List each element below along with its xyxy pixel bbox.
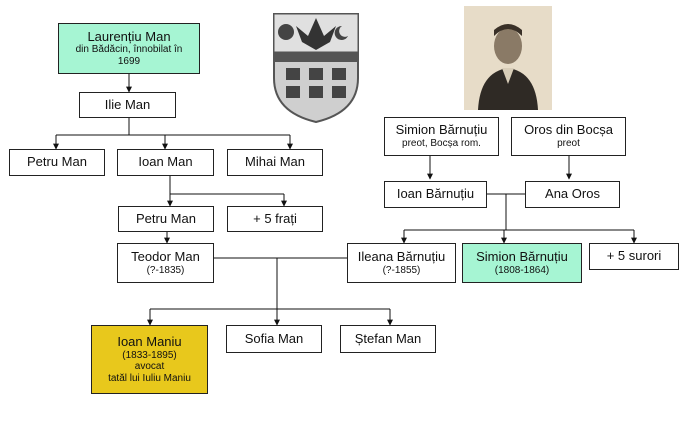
person-note: din Bădăcin, înnobilat în 1699 (75, 44, 183, 67)
person-name: Teodor Man (131, 248, 200, 264)
person-name: Laurențiu Man (87, 28, 171, 44)
person-oros-din-bocsa: Oros din Bocșa preot (511, 117, 626, 156)
person-name: Simion Bărnuțiu (476, 248, 568, 264)
person-name: Ioan Bărnuțiu (396, 186, 475, 202)
person-dates: (?-1855) (382, 264, 421, 276)
person-petru-man-2: Petru Man (118, 206, 214, 232)
person-name: Ilie Man (104, 96, 151, 112)
person-laurentiu-man: Laurențiu Man din Bădăcin, înnobilat în … (58, 23, 200, 74)
person-name: Petru Man (136, 210, 196, 226)
person-ioan-man: Ioan Man (117, 149, 214, 176)
person-name: Sofia Man (244, 330, 304, 346)
person-note: tatăl lui Iuliu Maniu (108, 372, 191, 384)
person-note: preot (557, 138, 580, 150)
person-name: Ioan Maniu (117, 333, 182, 349)
portrait-photo (464, 6, 552, 110)
person-name: Oros din Bocșa (524, 122, 613, 138)
siblings-5-surori: + 5 surori (589, 243, 679, 270)
person-simion-barnutiu-sr: Simion Bărnuțiu preot, Bocșa rom. (384, 117, 499, 156)
person-ioan-barnutiu: Ioan Bărnuțiu (384, 181, 487, 208)
person-ioan-maniu: Ioan Maniu (1833-1895) avocat tatăl lui … (91, 325, 208, 394)
person-mihai-man: Mihai Man (227, 149, 323, 176)
person-name: Petru Man (27, 154, 87, 170)
person-simion-barnutiu-jr: Simion Bărnuțiu (1808-1864) (462, 243, 582, 283)
person-teodor-man: Teodor Man (?-1835) (117, 243, 214, 283)
coat-of-arms-image (273, 13, 359, 124)
person-name: Ana Oros (545, 186, 600, 202)
person-name: Simion Bărnuțiu (395, 122, 488, 138)
person-name: Mihai Man (245, 154, 305, 170)
person-name: + 5 frați (253, 210, 297, 226)
person-sofia-man: Sofia Man (226, 325, 322, 353)
person-name: + 5 surori (606, 248, 662, 264)
person-dates: (1833-1895) (122, 349, 177, 361)
person-dates: (?-1835) (146, 264, 185, 276)
person-ilie-man: Ilie Man (79, 92, 176, 118)
person-name: Ioan Man (138, 154, 193, 170)
person-role: avocat (134, 361, 165, 373)
person-petru-man-1: Petru Man (9, 149, 105, 176)
person-ileana-barnutiu: Ileana Bărnuțiu (?-1855) (347, 243, 456, 283)
person-stefan-man: Ștefan Man (340, 325, 436, 353)
person-note: preot, Bocșa rom. (402, 138, 481, 150)
person-ana-oros: Ana Oros (525, 181, 620, 208)
person-name: Ștefan Man (354, 330, 422, 346)
person-dates: (1808-1864) (494, 264, 550, 276)
siblings-5-frati: + 5 frați (227, 206, 323, 232)
portrait-icon (464, 6, 552, 110)
person-name: Ileana Bărnuțiu (357, 248, 446, 264)
